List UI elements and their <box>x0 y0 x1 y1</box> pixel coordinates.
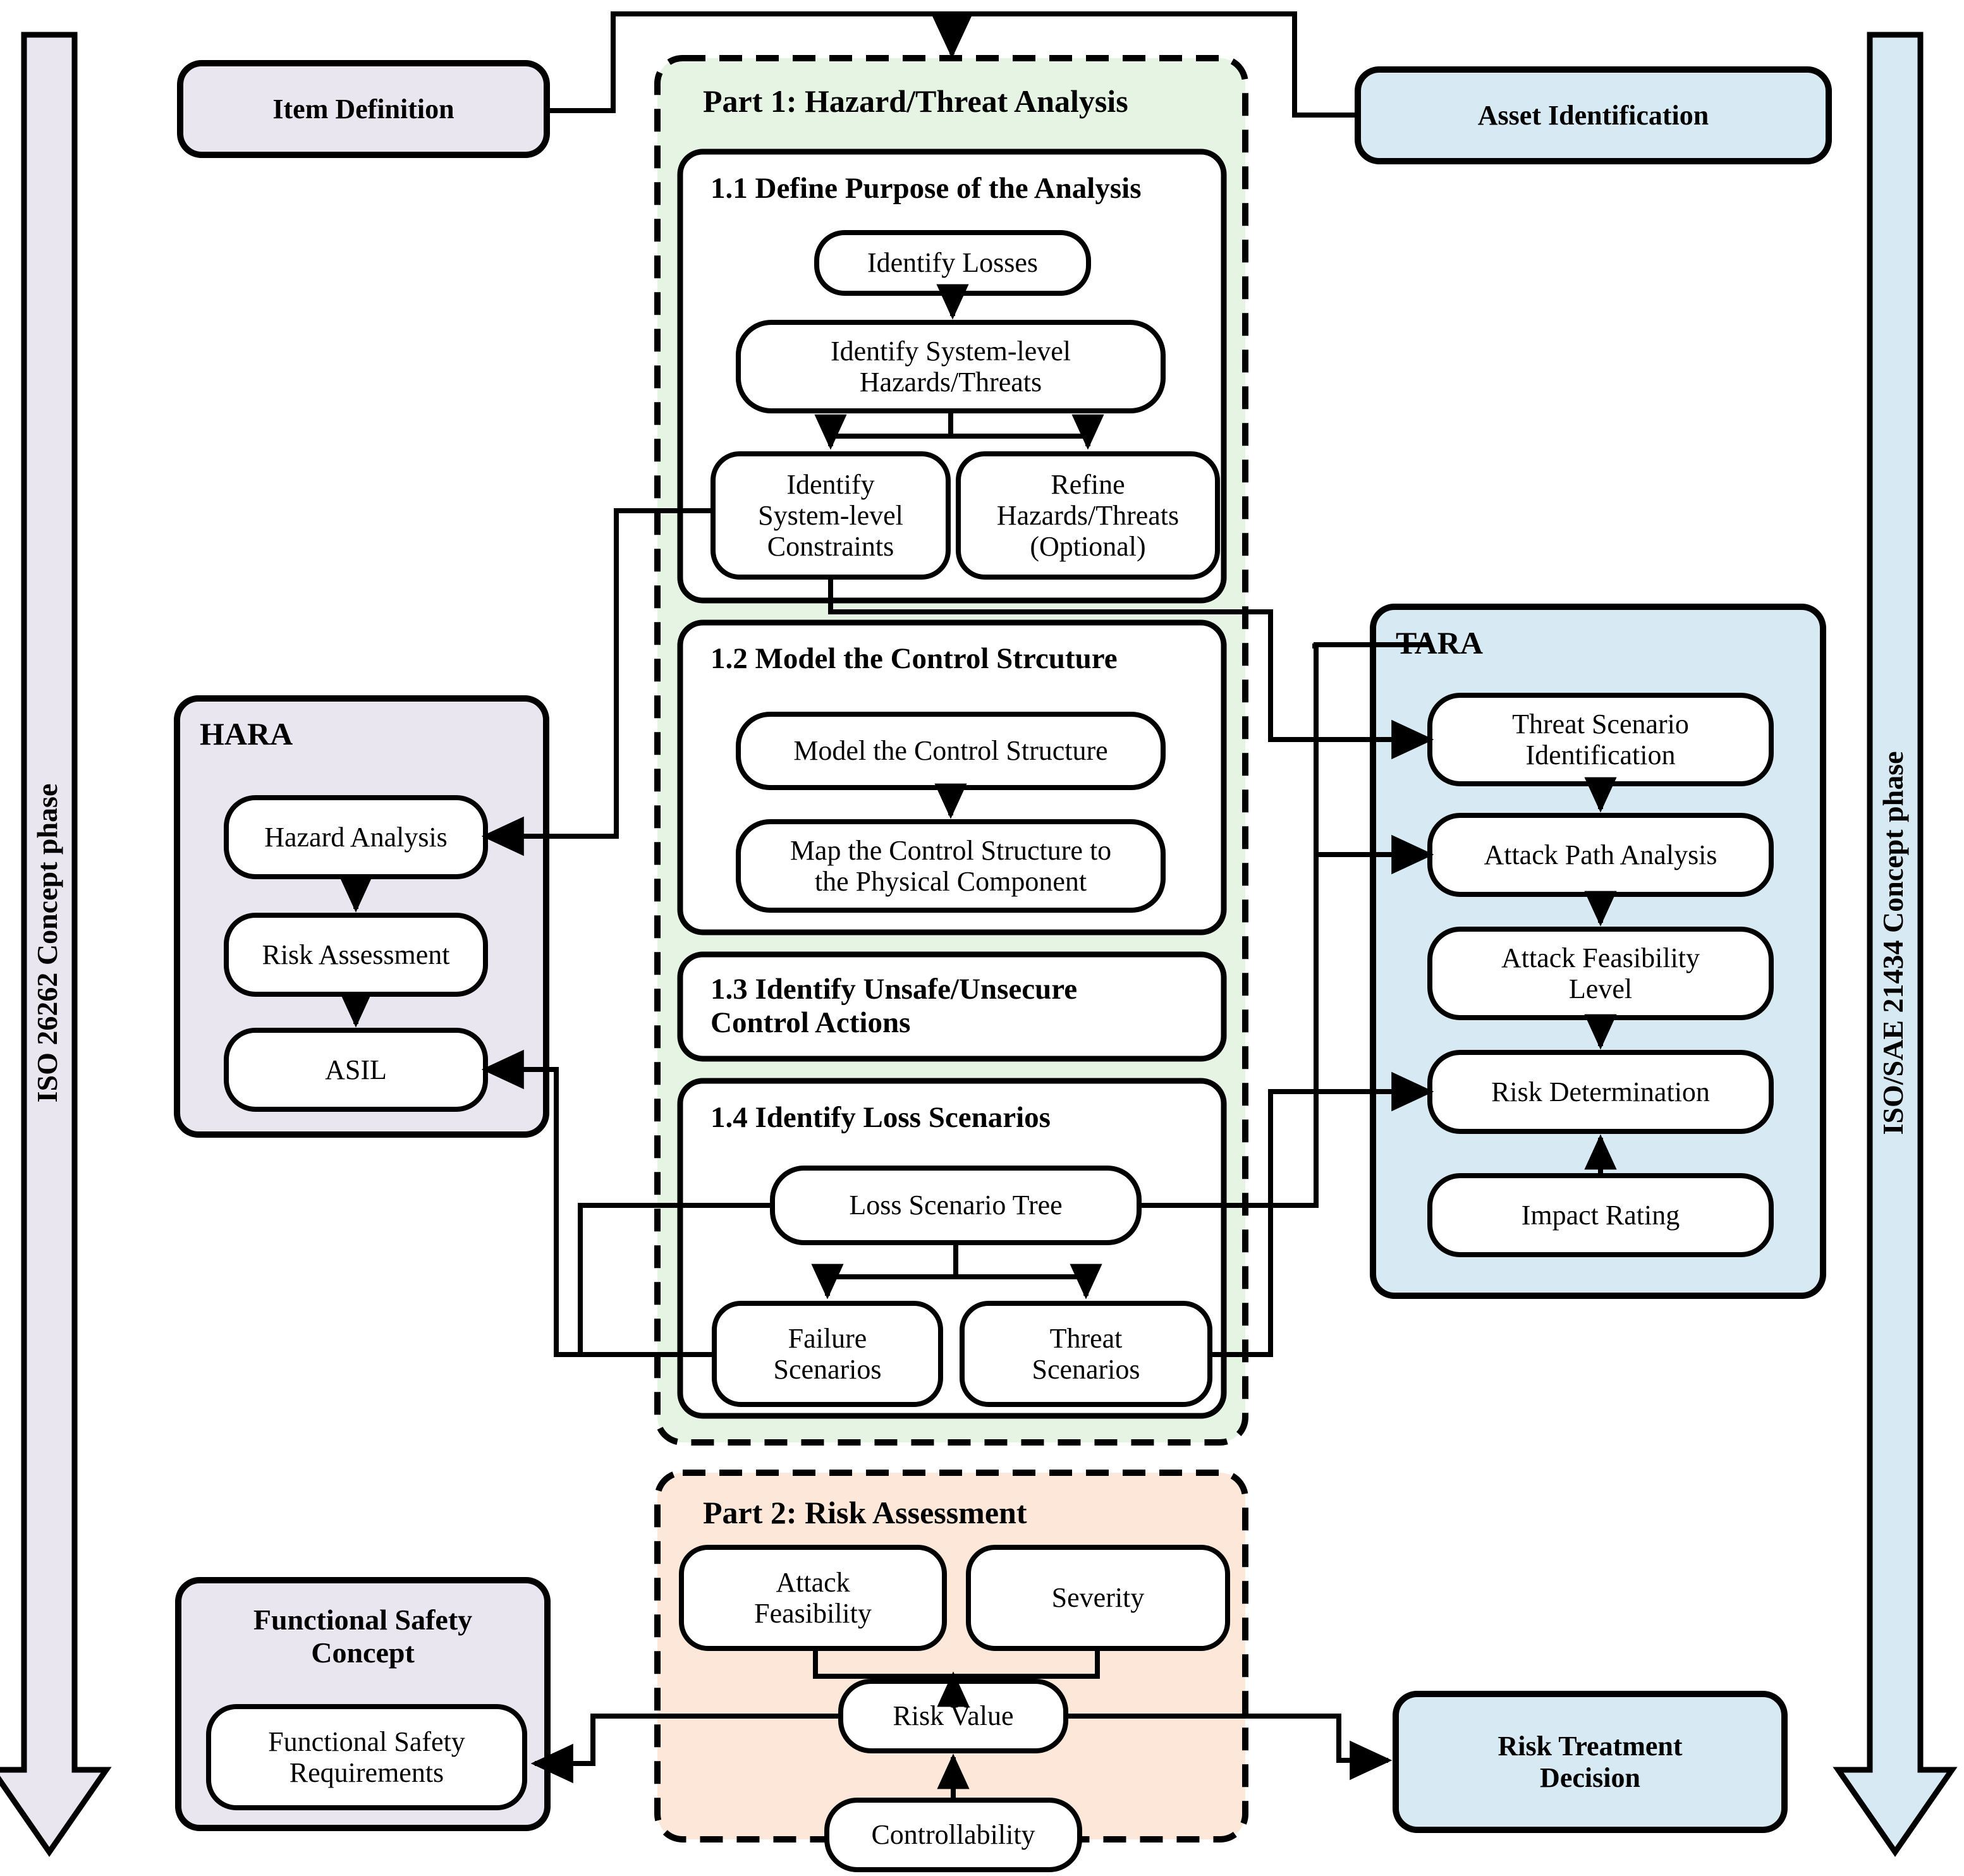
node-functional-safety-requirements[interactable] <box>206 1704 527 1810</box>
node-severity[interactable] <box>966 1545 1230 1651</box>
node-risk-determination[interactable] <box>1427 1050 1774 1134</box>
node-controllability[interactable] <box>824 1798 1082 1872</box>
subsection-1-3-panel <box>677 951 1227 1062</box>
node-risk-assessment[interactable] <box>224 913 488 997</box>
node-threat-scenarios[interactable] <box>960 1301 1212 1407</box>
item-definition-box[interactable] <box>177 60 550 158</box>
node-model-the-control-structure[interactable] <box>736 712 1166 790</box>
conn-tree-to-attack-path <box>1314 834 1434 1205</box>
conn-risk-value-to-risk-treatment <box>1066 1714 1393 1781</box>
node-identify-system-level-constraints[interactable] <box>711 451 951 580</box>
conn-failure-to-asil <box>481 1049 714 1357</box>
node-asil[interactable] <box>224 1028 488 1112</box>
node-impact-rating[interactable] <box>1427 1173 1774 1257</box>
node-identify-losses[interactable] <box>814 230 1091 296</box>
asset-identification-box[interactable] <box>1355 66 1832 164</box>
conn-risk-value-to-fsr <box>530 1714 841 1784</box>
connector-layer <box>339 11 1617 1800</box>
node-attack-path-analysis[interactable] <box>1427 813 1774 897</box>
node-hazard-analysis[interactable] <box>224 795 488 879</box>
conn-tree-to-threat <box>956 1264 1102 1300</box>
phase-bar-right <box>1833 32 1958 1857</box>
node-loss-scenario-tree[interactable] <box>770 1166 1142 1245</box>
conn-hazards-to-constraints <box>814 411 953 450</box>
conn-hazards-to-refine <box>951 414 1104 450</box>
phase-bar-left <box>0 32 112 1857</box>
conn-constraints-to-threat-scenario-id <box>828 577 1434 760</box>
conn-item-definition-to-part1 <box>547 11 952 113</box>
risk-treatment-decision-box[interactable] <box>1393 1691 1788 1833</box>
node-risk-value[interactable] <box>838 1679 1068 1753</box>
conn-threat-to-risk-determination <box>1210 1071 1434 1357</box>
node-threat-scenario-identification[interactable] <box>1427 693 1774 786</box>
node-attack-feasibility[interactable] <box>679 1545 947 1651</box>
node-attack-feasibility-level[interactable] <box>1427 927 1774 1020</box>
conn-asset-identification-to-part1 <box>952 11 1358 118</box>
node-map-control-structure-physical[interactable] <box>736 819 1166 913</box>
conn-severity-join <box>953 1648 1100 1679</box>
conn-tree-to-failure <box>811 1243 958 1300</box>
node-refine-hazards-threats[interactable] <box>956 451 1220 580</box>
node-failure-scenarios[interactable] <box>712 1301 943 1407</box>
conn-constraints-to-hazard-analysis <box>481 508 713 856</box>
node-identify-system-level-hazards-threats[interactable] <box>736 320 1166 413</box>
